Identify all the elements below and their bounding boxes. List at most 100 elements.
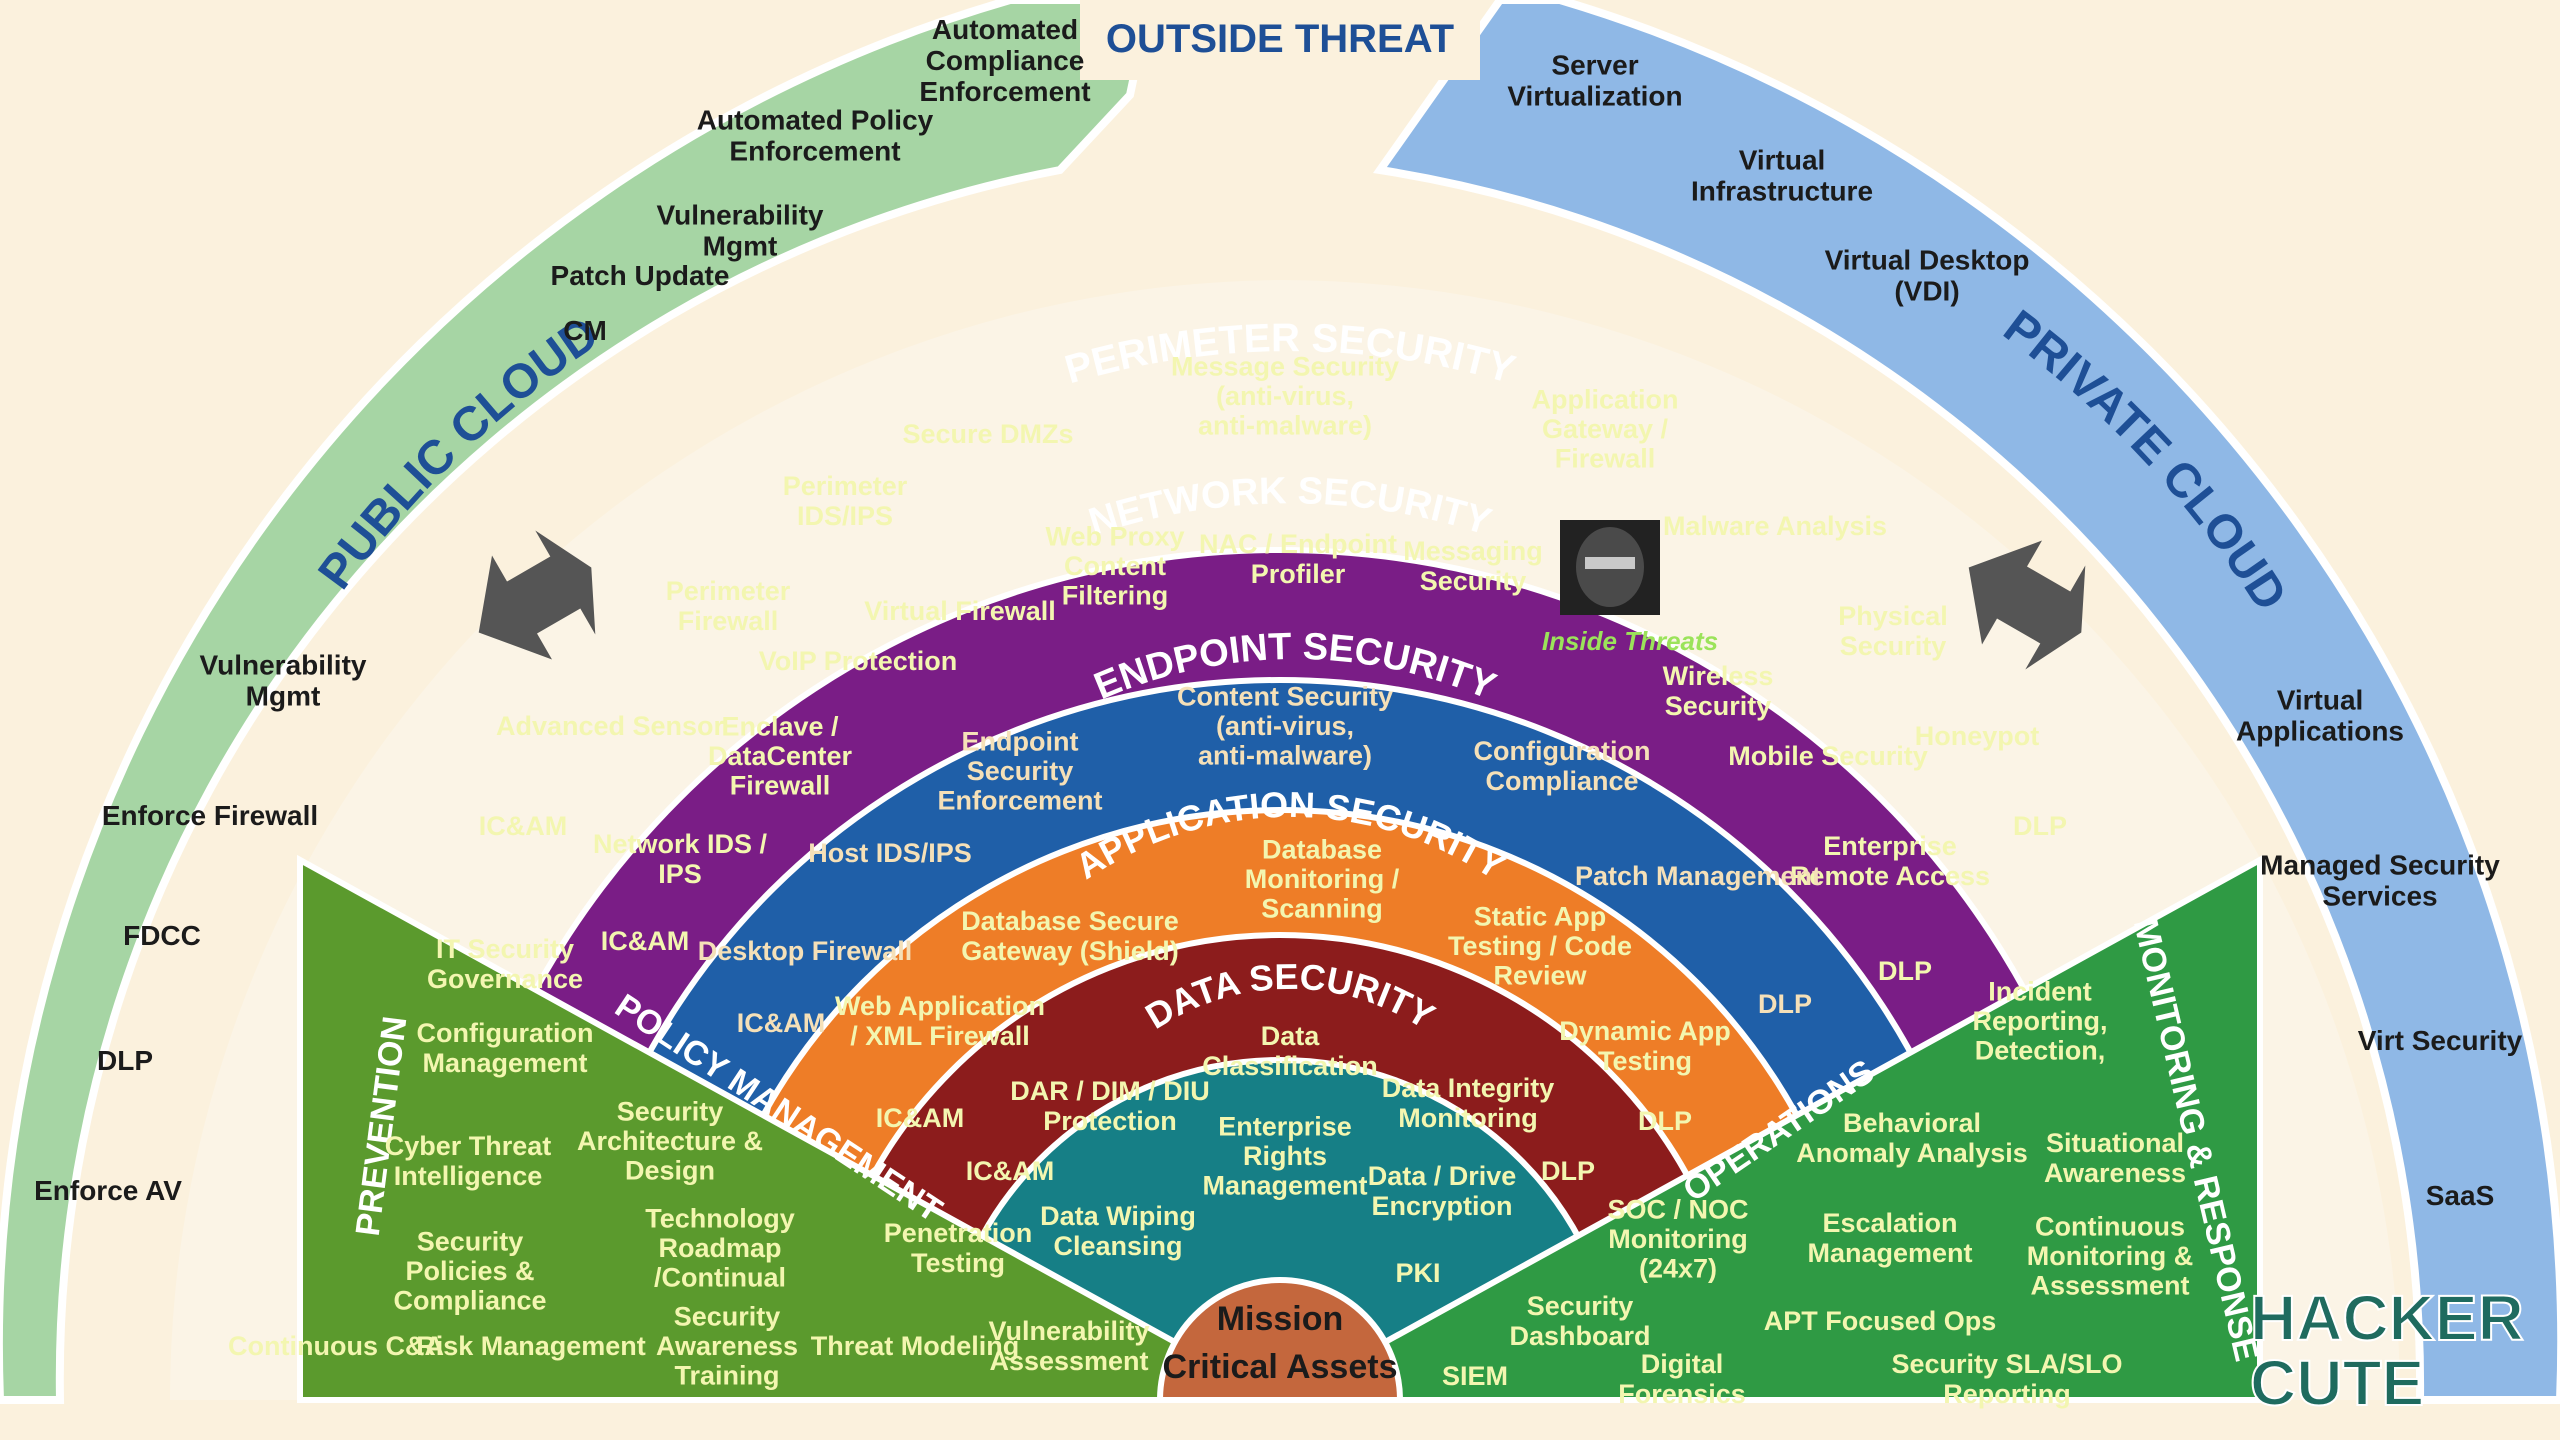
watermark-line1: HACKER <box>2250 1282 2524 1354</box>
core-mission-critical <box>1156 1277 1404 1403</box>
public_cloud-item: DLP <box>97 1045 153 1076</box>
operations-item: APT Focused Ops <box>1764 1306 1997 1336</box>
public-cloud-band <box>0 0 1155 1404</box>
rings-perimeter-item: Malware Analysis <box>1663 511 1887 541</box>
private_cloud-item: Virtual Desktop(VDI) <box>1825 245 2030 307</box>
intruder-eyes-icon <box>1585 557 1635 569</box>
rings-data-item: DLP <box>1541 1156 1595 1186</box>
inside-threats-label: Inside Threats <box>1542 626 1718 656</box>
rings-perimeter-item: Advanced Sensor <box>496 711 725 741</box>
public_cloud-item: Enforce AV <box>34 1175 182 1206</box>
rings-data-item: PKI <box>1395 1258 1440 1288</box>
rings-perimeter-item: IC&AM <box>479 811 568 841</box>
rings-endpoint-item: Patch Management <box>1575 861 1821 891</box>
operations-wedge <box>1278 854 2263 1403</box>
policy_management-item: Continuous C&A <box>228 1331 444 1361</box>
private-cloud-band <box>1373 0 2560 1404</box>
rings-endpoint-item: Content Security(anti-virus,anti-malware… <box>1177 681 1393 770</box>
rings-network-item: Virtual Firewall <box>864 596 1056 626</box>
rings-application-item: DLP <box>1638 1106 1692 1136</box>
rings-network-item: IC&AM <box>601 926 690 956</box>
policy-management-wedge <box>297 854 1282 1403</box>
rings-perimeter-item: Secure DMZs <box>902 419 1073 449</box>
rings-application-item: IC&AM <box>876 1103 965 1133</box>
operations-item: SIEM <box>1442 1361 1508 1391</box>
watermark-line2: CUTE <box>2250 1347 2424 1419</box>
core-line1: Mission <box>1217 1300 1344 1338</box>
rings-endpoint-item: DLP <box>1758 989 1812 1019</box>
outside-threat-box <box>1080 0 1480 80</box>
rings-network-item: VoIP Protection <box>759 646 958 676</box>
rings-endpoint-item: Host IDS/IPS <box>808 838 972 868</box>
rings-network-item: Mobile Security <box>1728 741 1928 771</box>
private_cloud-item: Virt Security <box>2358 1025 2523 1056</box>
policy_management-item: Threat Modeling <box>811 1331 1020 1361</box>
rings-endpoint-item: IC&AM <box>737 1008 826 1038</box>
public_cloud-item: Enforce Firewall <box>102 800 318 831</box>
outside-threat-label: OUTSIDE THREAT <box>1106 17 1454 61</box>
rings-data-item: IC&AM <box>966 1156 1055 1186</box>
public_cloud-item: Patch Update <box>551 260 730 291</box>
private-cloud-arrow-icon <box>1968 540 2086 670</box>
rings-endpoint-item: Desktop Firewall <box>698 936 913 966</box>
rings-perimeter-item: Message Security(anti-virus,anti-malware… <box>1171 351 1399 440</box>
private_cloud-item: SaaS <box>2426 1180 2495 1211</box>
rings-application-item: Web Application/ XML Firewall <box>835 991 1045 1051</box>
rings-network-item: Network IDS /IPS <box>593 829 768 889</box>
rings-perimeter-item: Honeypot <box>1915 721 2040 751</box>
core-line2: Critical Assets <box>1163 1348 1398 1386</box>
rings-perimeter-item: DLP <box>2013 811 2067 841</box>
public-cloud-arrow-icon <box>478 530 596 660</box>
rings-network-item: DLP <box>1878 956 1932 986</box>
policy_management-item: Risk Management <box>416 1331 646 1361</box>
